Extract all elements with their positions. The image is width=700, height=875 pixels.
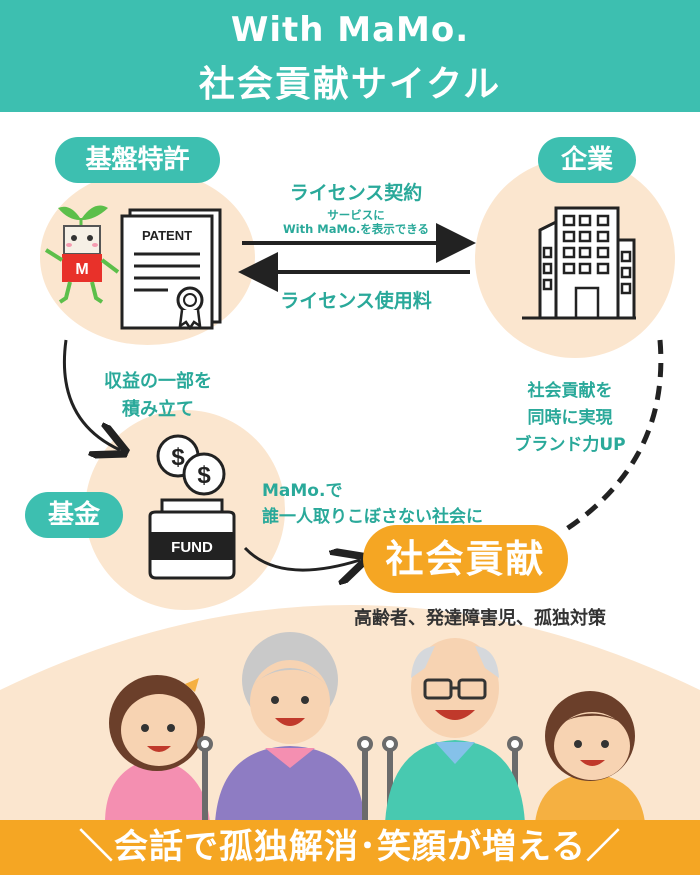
accumulate-line1: 収益の一部を bbox=[104, 371, 212, 392]
boy-figure bbox=[535, 691, 645, 823]
grandpa-figure bbox=[385, 638, 525, 823]
grandma-figure bbox=[215, 632, 365, 823]
company-benefit-line1: 社会貢献を bbox=[527, 381, 613, 401]
accumulate-text: 収益の一部を 積み立て bbox=[88, 368, 228, 424]
company-benefit-line3: ブランド力UP bbox=[514, 435, 626, 455]
bottom-banner: ＼会話で孤独解消･笑顔が増える／ bbox=[0, 820, 700, 875]
fund-label: 基金 bbox=[25, 492, 123, 538]
fund-jar-icon: $ $ FUND bbox=[148, 434, 236, 580]
license-contract-text: ライセンス契約 bbox=[289, 182, 423, 204]
patent-label: 基盤特許 bbox=[55, 137, 220, 183]
coin-symbol-2: $ bbox=[197, 462, 211, 489]
title-line1: With MaMo. bbox=[230, 10, 470, 50]
title-line2: 社会貢献サイクル bbox=[198, 64, 502, 105]
service-note: サービスに With MaMo.を表示できる bbox=[262, 208, 450, 236]
arrow-to-fund bbox=[62, 339, 120, 450]
flow-arrows bbox=[62, 223, 664, 700]
patent-document-text: PATENT bbox=[142, 228, 192, 243]
fund-jar-text: FUND bbox=[171, 539, 213, 556]
mascot-letter: M bbox=[75, 261, 88, 278]
arrow-to-social bbox=[243, 546, 360, 570]
girl-figure bbox=[105, 675, 210, 823]
fund-purpose-line1: MaMo.で bbox=[262, 481, 343, 501]
mascot-icon: M bbox=[44, 205, 120, 304]
target-groups-text: 高齢者、発達障害児、孤独対策 bbox=[354, 608, 606, 629]
company-benefit-text: 社会貢献を 同時に実現 ブランド力UP bbox=[505, 378, 635, 459]
people-illustration bbox=[105, 632, 645, 823]
license-fee-text: ライセンス使用料 bbox=[280, 290, 432, 312]
fund-purpose-line2: 誰一人取りこぼさない社会に bbox=[262, 507, 483, 527]
header-banner: With MaMo. 社会貢献サイクル bbox=[0, 0, 700, 112]
social-contribution-label: 社会貢献 bbox=[363, 525, 568, 593]
accumulate-line2: 積み立て bbox=[122, 399, 194, 420]
service-note-line1: サービスに bbox=[327, 208, 385, 222]
building-icon bbox=[522, 206, 636, 320]
coin-symbol-1: $ bbox=[171, 444, 185, 471]
company-label: 企業 bbox=[538, 137, 636, 183]
patent-document-icon: PATENT bbox=[120, 208, 222, 330]
fund-purpose-text: MaMo.で 誰一人取りこぼさない社会に bbox=[262, 478, 512, 530]
service-note-line2: With MaMo.を表示できる bbox=[282, 222, 429, 236]
company-benefit-line2: 同時に実現 bbox=[527, 408, 613, 428]
dashed-link-company-social bbox=[563, 339, 664, 533]
